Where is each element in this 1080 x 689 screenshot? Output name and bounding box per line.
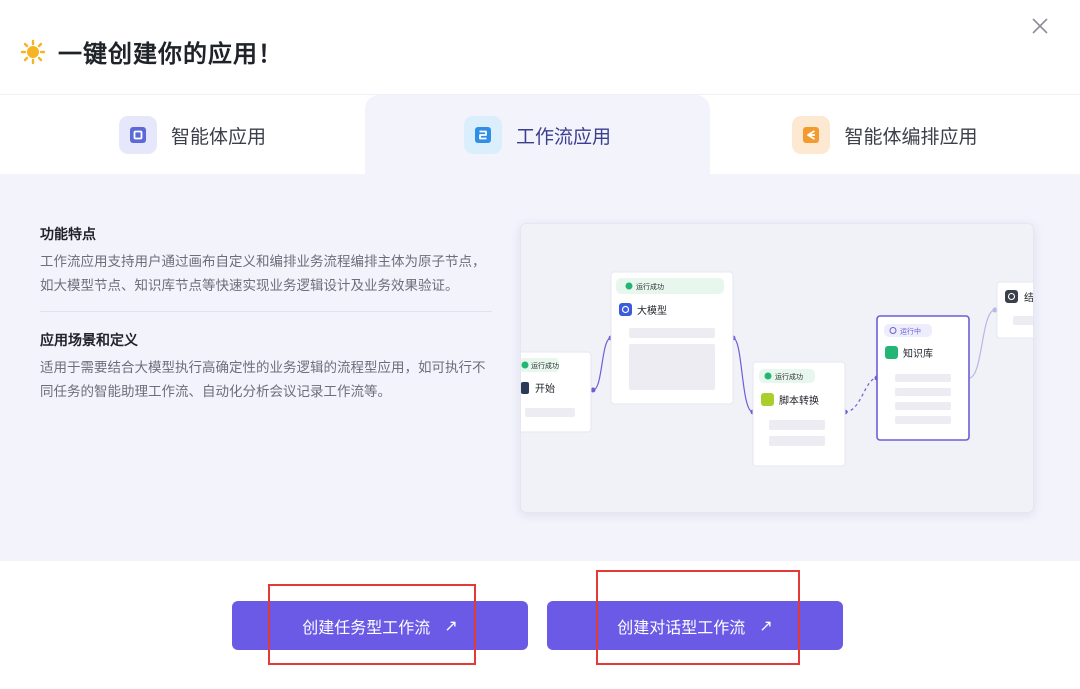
agent-app-icon — [118, 116, 157, 154]
node-knowledge: 运行中 知识库 — [876, 315, 970, 441]
create-task-workflow-button[interactable]: 创建任务型工作流 ↗ — [232, 601, 528, 650]
dialog-title: 一键创建你的应用！ — [58, 40, 283, 68]
node-start-label: 开始 — [535, 382, 555, 395]
workflow-app-icon — [463, 116, 502, 154]
description: 功能特点 工作流应用支持用户通过画布自定义和编排业务流程编排主体为原子节点，如大… — [40, 224, 492, 404]
node-end: 结 — [996, 281, 1034, 339]
create-task-workflow-label: 创建任务型工作流 — [302, 617, 431, 637]
orchestration-app-icon — [792, 116, 831, 154]
node-llm-label: 大模型 — [637, 304, 667, 317]
node-end-label: 结 — [1024, 291, 1034, 304]
scenarios-text: 适用于需要结合大模型执行高确定性的业务逻辑的流程型应用，如可执行不同任务的智能助… — [40, 360, 486, 400]
features-title: 功能特点 — [40, 227, 96, 243]
tab-agent-app-label: 智能体应用 — [170, 125, 266, 148]
scenarios-title: 应用场景和定义 — [40, 333, 138, 349]
external-arrow-icon: ↗ — [444, 616, 458, 635]
divider — [40, 311, 492, 312]
workflow-preview: 运行成功 开始 运行成功 大模型 — [520, 223, 1034, 513]
node-llm-status: 运行成功 — [636, 282, 664, 291]
highlight-box-chat — [596, 570, 800, 665]
node-knowledge-label: 知识库 — [903, 347, 933, 360]
external-arrow-icon: ↗ — [759, 616, 773, 635]
highlight-box-task — [268, 584, 476, 665]
node-start-status: 运行成功 — [531, 361, 559, 370]
create-chat-workflow-label: 创建对话型工作流 — [617, 617, 746, 637]
tab-content: 功能特点 工作流应用支持用户通过画布自定义和编排业务流程编排主体为原子节点，如大… — [0, 174, 1080, 561]
tab-agent-app[interactable]: 智能体应用 — [20, 95, 365, 175]
node-start: 运行成功 开始 — [521, 351, 592, 433]
tab-workflow-app-label: 工作流应用 — [515, 125, 611, 148]
tab-orchestration-app-label: 智能体编排应用 — [844, 125, 978, 148]
sun-icon — [20, 39, 46, 65]
start-icon — [521, 382, 529, 394]
node-llm: 运行成功 大模型 — [610, 271, 734, 405]
features-text: 工作流应用支持用户通过画布自定义和编排业务流程编排主体为原子节点，如大模型节点、… — [40, 254, 486, 294]
node-script: 运行成功 脚本转换 — [752, 361, 846, 467]
node-script-label: 脚本转换 — [779, 394, 819, 407]
title-wrap: 一键创建你的应用！ — [20, 34, 283, 69]
close-icon[interactable] — [1028, 14, 1052, 38]
app-type-tabs: 智能体应用 工作流应用 智能体编排应用 — [0, 94, 1080, 175]
end-icon — [1005, 290, 1018, 303]
knowledge-icon — [885, 346, 898, 359]
script-icon — [761, 393, 774, 406]
node-script-status: 运行成功 — [775, 372, 803, 381]
tab-orchestration-app[interactable]: 智能体编排应用 — [710, 95, 1060, 175]
dialog-header: 一键创建你的应用！ — [0, 0, 1080, 94]
node-knowledge-status: 运行中 — [900, 327, 921, 336]
tab-workflow-app[interactable]: 工作流应用 — [365, 95, 710, 175]
llm-icon — [619, 303, 632, 316]
